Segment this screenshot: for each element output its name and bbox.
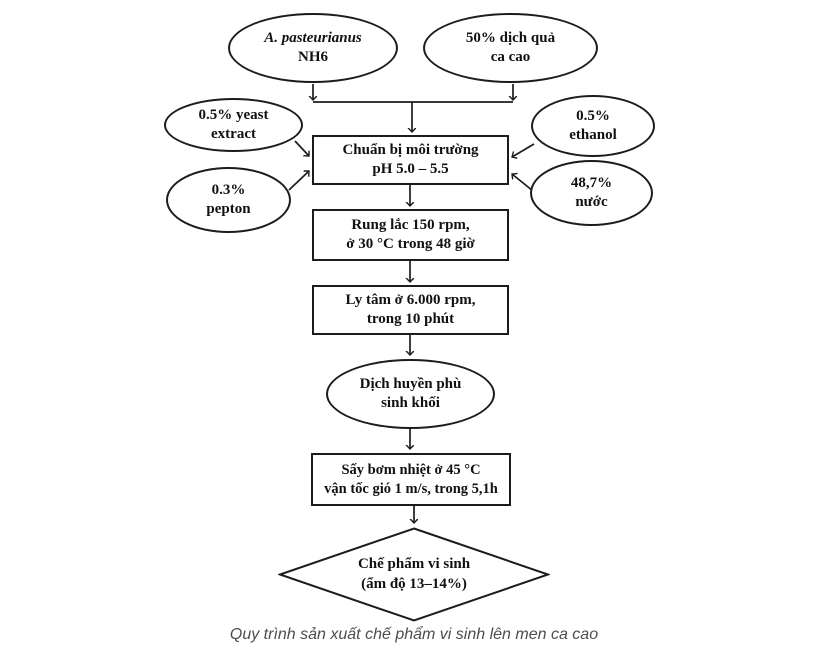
node-text-line: nước — [575, 194, 608, 210]
node-final-product-label: Chế phẩm vi sinh (ẩm độ 13–14%) — [278, 527, 550, 622]
node-final-product: Chế phẩm vi sinh (ẩm độ 13–14%) — [278, 527, 550, 622]
node-text-line: (ẩm độ 13–14%) — [361, 575, 467, 592]
node-text-line: sinh khối — [381, 395, 440, 411]
node-pepton: 0.3% pepton — [166, 167, 291, 233]
node-text-line: trong 10 phút — [366, 311, 455, 327]
node-water: 48,7% nước — [530, 160, 653, 226]
node-heat-pump-drying: Sấy bơm nhiệt ở 45 °C vận tốc gió 1 m/s,… — [311, 453, 511, 506]
node-text-line: extract — [211, 126, 256, 142]
node-medium-preparation: Chuẩn bị môi trường pH 5.0 – 5.5 — [312, 135, 509, 185]
node-text-line: 0.5% yeast — [198, 106, 269, 123]
node-text-line: Rung lắc 150 rpm, — [351, 216, 470, 233]
node-centrifuge: Ly tâm ở 6.000 rpm, trong 10 phút — [312, 285, 509, 335]
diamond-shape — [278, 527, 550, 622]
node-text-line: Sấy bơm nhiệt ở 45 °C — [341, 461, 481, 478]
node-text-line: 0.5% — [576, 107, 610, 124]
node-strain: A. pasteurianus NH6 — [228, 13, 398, 83]
node-text-line: vận tốc gió 1 m/s, trong 5,1h — [324, 480, 498, 497]
node-text-line: A. pasteurianus — [264, 29, 362, 46]
node-text-line: Dịch huyền phù — [359, 375, 462, 392]
node-text-line: 0.3% — [211, 181, 246, 198]
arrow-yeast-to-medium — [294, 140, 309, 156]
arrow-ethanol-to-medium — [512, 143, 535, 157]
node-text-line: 50% dịch quả — [465, 29, 556, 46]
node-text-line: NH6 — [298, 49, 328, 65]
node-text-line: pH 5.0 – 5.5 — [372, 161, 449, 177]
node-yeast-extract: 0.5% yeast extract — [164, 98, 303, 152]
node-text-line: 48,7% — [570, 174, 613, 191]
node-shaking: Rung lắc 150 rpm, ở 30 °C trong 48 giờ — [312, 209, 509, 261]
arrow-water-to-medium — [512, 174, 534, 192]
node-text-line: Chuẩn bị môi trường — [342, 141, 479, 158]
node-text-line: ethanol — [569, 127, 617, 143]
node-text-line: Ly tâm ở 6.000 rpm, — [345, 291, 476, 308]
figure-caption: Quy trình sản xuất chế phẩm vi sinh lên … — [229, 626, 599, 643]
node-ethanol: 0.5% ethanol — [531, 95, 655, 157]
arrow-pepton-to-medium — [288, 171, 309, 191]
node-text-line: ở 30 °C trong 48 giờ — [346, 236, 475, 252]
node-text-line: ca cao — [490, 49, 531, 65]
node-biomass-suspension: Dịch huyền phù sinh khối — [326, 359, 495, 429]
node-cocoa-juice: 50% dịch quả ca cao — [423, 13, 598, 83]
node-text-line: Chế phẩm vi sinh — [357, 556, 471, 572]
node-text-line: pepton — [206, 201, 251, 217]
